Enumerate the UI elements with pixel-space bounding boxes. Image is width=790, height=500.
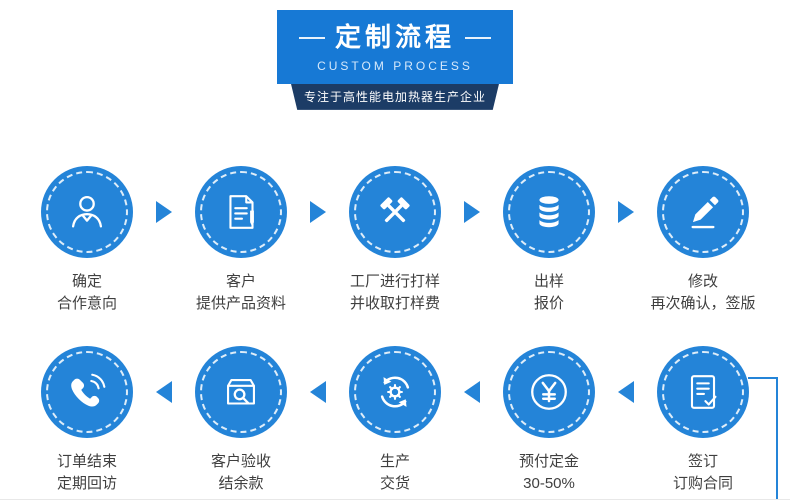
step-prepay-deposit: 预付定金 30-50% bbox=[480, 346, 618, 495]
step-label-line1: 工厂进行打样 bbox=[349, 272, 440, 290]
step-factory-sample: 工厂进行打样 并收取打样费 bbox=[326, 165, 464, 315]
phone-icon bbox=[64, 369, 110, 415]
arrow-left-icon bbox=[156, 381, 172, 404]
step-label: 出样 报价 bbox=[534, 271, 564, 315]
step-circle bbox=[657, 346, 749, 439]
step-label-line2: 合作意向 bbox=[56, 294, 117, 312]
step-label-line1: 客户验收 bbox=[210, 453, 271, 471]
step-circle bbox=[349, 165, 441, 258]
flow-row-2: 订单结束 定期回访 客户验收 结余款 bbox=[0, 346, 790, 495]
step-production-delivery: 生产 交货 bbox=[326, 346, 464, 495]
step-label: 确定 合作意向 bbox=[57, 271, 117, 315]
step-label-line2: 报价 bbox=[533, 294, 564, 312]
step-confirm-intent: 确定 合作意向 bbox=[18, 165, 156, 315]
process-flow: 确定 合作意向 客户 提供产品资料 bbox=[0, 165, 790, 499]
document-pen-icon bbox=[218, 189, 264, 235]
step-label: 签订 订购合同 bbox=[673, 451, 733, 495]
title-row: 定制流程 bbox=[277, 22, 513, 53]
step-label: 工厂进行打样 并收取打样费 bbox=[350, 271, 440, 315]
crossed-hammers-icon bbox=[372, 189, 418, 235]
step-label: 修改 再次确认，签版 bbox=[650, 271, 755, 315]
step-label: 预付定金 30-50% bbox=[519, 451, 579, 495]
step-label-line2: 30-50% bbox=[523, 475, 575, 493]
box-magnifier-icon bbox=[218, 369, 264, 415]
step-label: 客户验收 结余款 bbox=[211, 451, 271, 495]
step-label-line1: 订单结束 bbox=[56, 453, 117, 471]
arrow-right-icon bbox=[310, 200, 326, 223]
yuan-icon bbox=[526, 369, 572, 415]
step-label-line2: 交货 bbox=[379, 475, 410, 493]
step-label-line1: 出样 bbox=[533, 272, 564, 290]
step-customer-acceptance: 客户验收 结余款 bbox=[172, 346, 310, 495]
step-label-line2: 定期回访 bbox=[56, 475, 117, 493]
step-circle bbox=[349, 346, 441, 439]
title-decor-line bbox=[465, 36, 491, 39]
step-label-line2: 结余款 bbox=[218, 475, 264, 493]
step-label-line2: 再次确认，签版 bbox=[650, 294, 756, 312]
arrow-right-icon bbox=[618, 200, 634, 223]
contract-icon bbox=[680, 369, 726, 415]
title-decor-line bbox=[298, 36, 325, 39]
arrow-left-icon bbox=[464, 381, 480, 404]
tagline-ribbon: 专注于高性能电加热器生产企业 bbox=[291, 83, 499, 110]
step-label-line2: 提供产品资料 bbox=[195, 294, 286, 312]
step-label-line2: 订购合同 bbox=[672, 475, 733, 493]
step-label: 客户 提供产品资料 bbox=[196, 271, 286, 315]
step-circle bbox=[195, 165, 287, 258]
flow-row-1: 确定 合作意向 客户 提供产品资料 bbox=[0, 165, 790, 315]
step-circle bbox=[657, 165, 749, 258]
step-circle bbox=[195, 346, 287, 439]
step-circle bbox=[503, 346, 595, 439]
step-circle bbox=[503, 165, 595, 258]
step-label: 生产 交货 bbox=[380, 451, 410, 495]
row-connector-line bbox=[748, 376, 778, 499]
step-label-line1: 客户 bbox=[225, 272, 256, 290]
arrow-left-icon bbox=[618, 381, 634, 404]
step-label-line1: 生产 bbox=[379, 453, 410, 471]
arrow-left-icon bbox=[310, 381, 326, 404]
step-label-line2: 并收取打样费 bbox=[349, 294, 440, 312]
title-banner: 定制流程 CUSTOM PROCESS bbox=[277, 10, 513, 84]
arrow-right-icon bbox=[156, 200, 172, 223]
step-label-line1: 修改 bbox=[687, 272, 718, 290]
coins-stack-icon bbox=[526, 189, 572, 235]
step-circle bbox=[41, 346, 133, 439]
arrow-right-icon bbox=[464, 200, 480, 223]
step-label-line1: 签订 bbox=[687, 453, 718, 471]
step-order-end-followup: 订单结束 定期回访 bbox=[18, 346, 156, 495]
page-subtitle: CUSTOM PROCESS bbox=[317, 58, 473, 73]
header: 定制流程 CUSTOM PROCESS 专注于高性能电加热器生产企业 bbox=[0, 0, 790, 110]
step-modify-confirm: 修改 再次确认，签版 bbox=[634, 165, 772, 315]
person-icon bbox=[64, 189, 110, 235]
step-circle bbox=[41, 165, 133, 258]
step-label: 订单结束 定期回访 bbox=[57, 451, 117, 495]
pencil-icon bbox=[680, 189, 726, 235]
step-label-line1: 确定 bbox=[71, 272, 102, 290]
step-sample-quote: 出样 报价 bbox=[480, 165, 618, 315]
step-sign-contract: 签订 订购合同 bbox=[634, 346, 772, 495]
step-label-line1: 预付定金 bbox=[518, 453, 579, 471]
page-title: 定制流程 bbox=[334, 22, 455, 52]
step-customer-materials: 客户 提供产品资料 bbox=[172, 165, 310, 315]
gear-arrows-icon bbox=[372, 369, 418, 415]
